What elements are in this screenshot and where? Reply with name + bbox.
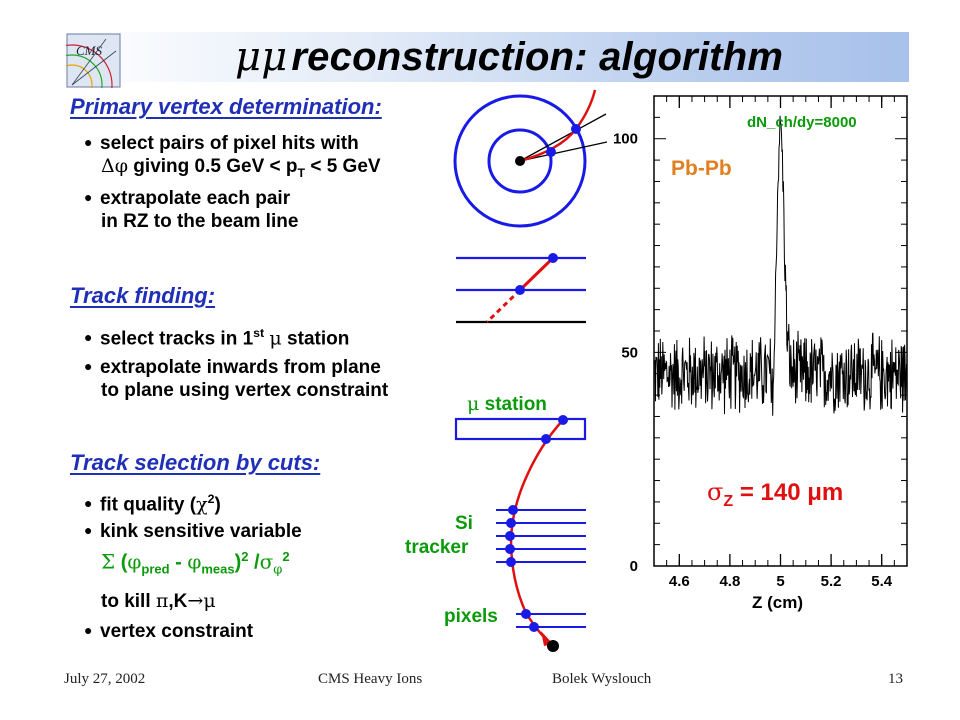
footer-center: CMS Heavy Ions xyxy=(318,671,423,687)
bullet-extrapolate-pair: ●extrapolate each pair in RZ to the beam… xyxy=(84,188,299,232)
inner-pixel-layer xyxy=(487,128,553,194)
heading-track-finding: Track finding: xyxy=(70,283,216,308)
track-finding-diagram xyxy=(456,253,586,324)
cms-logo: CMS xyxy=(66,33,121,88)
vertex-point xyxy=(515,156,525,166)
svg-text:CMS: CMS xyxy=(76,43,103,58)
pixels-label: pixels xyxy=(444,606,498,627)
footer-author: Bolek Wyslouch xyxy=(552,671,652,687)
chart-ticks: 4.6 4.8 5 5.2 5.4 0 50 100 xyxy=(613,95,908,590)
pair-line-b xyxy=(519,141,608,162)
heading-track-selection: Track selection by cuts: xyxy=(70,450,321,475)
bullet-select-tracks: ●select tracks in 1st μ station xyxy=(84,326,350,350)
chart-frame xyxy=(653,95,908,567)
pb-pb-label: Pb-Pb xyxy=(671,157,732,180)
si-label: Si xyxy=(455,513,473,534)
bullet-vertex-constraint: ●vertex constraint xyxy=(84,621,254,642)
bullet-kink-variable: ●kink sensitive variable xyxy=(84,521,302,542)
heading-primary-vertex: Primary vertex determination: xyxy=(70,94,382,119)
bullet-extrapolate-inwards: ●extrapolate inwards from plane to plane… xyxy=(84,357,389,401)
sigma-z-annotation: σZ = 140 μm xyxy=(707,478,843,510)
full-track-diagram xyxy=(454,415,587,652)
dnch-dy-annotation: dN_ch/dy=8000 xyxy=(747,114,857,131)
muon-station-box xyxy=(454,417,587,441)
kill-pi-k-text: to kill π,K→μ xyxy=(101,590,216,612)
series-line xyxy=(653,115,908,416)
pair-line-a xyxy=(519,113,607,162)
title-bar xyxy=(63,32,909,82)
x-tick-label: 4.8 xyxy=(719,573,740,590)
hit-outer xyxy=(571,124,581,134)
tracker-label: tracker xyxy=(405,537,469,558)
vertex-circles-diagram xyxy=(453,89,608,228)
x-tick-label: 5 xyxy=(776,573,784,590)
vertex-dot xyxy=(547,640,559,652)
y-tick-label: 100 xyxy=(613,131,638,148)
plane-hit-1 xyxy=(548,253,558,263)
bullet-fit-quality: ●fit quality (χ2) xyxy=(84,492,221,516)
x-tick-label: 5.2 xyxy=(821,573,842,590)
footer-date: July 27, 2002 xyxy=(64,671,146,687)
footer-page-number: 13 xyxy=(888,671,903,687)
hit-inner xyxy=(546,147,556,157)
y-tick-label: 50 xyxy=(621,344,638,361)
mu-station-label: μ station xyxy=(467,393,547,415)
x-axis-label: Z (cm) xyxy=(752,593,803,612)
x-tick-label: 5.4 xyxy=(871,573,893,590)
plane-hit-2 xyxy=(515,285,525,295)
kink-formula: Σ (φpred - φmeas)2 /σφ2 xyxy=(101,549,290,578)
x-tick-label: 4.6 xyxy=(669,573,690,590)
y-tick-label: 0 xyxy=(630,558,638,575)
outer-pixel-layer xyxy=(453,94,587,228)
bullet-select-pairs: ●select pairs of pixel hits with Δφ givi… xyxy=(84,133,381,180)
